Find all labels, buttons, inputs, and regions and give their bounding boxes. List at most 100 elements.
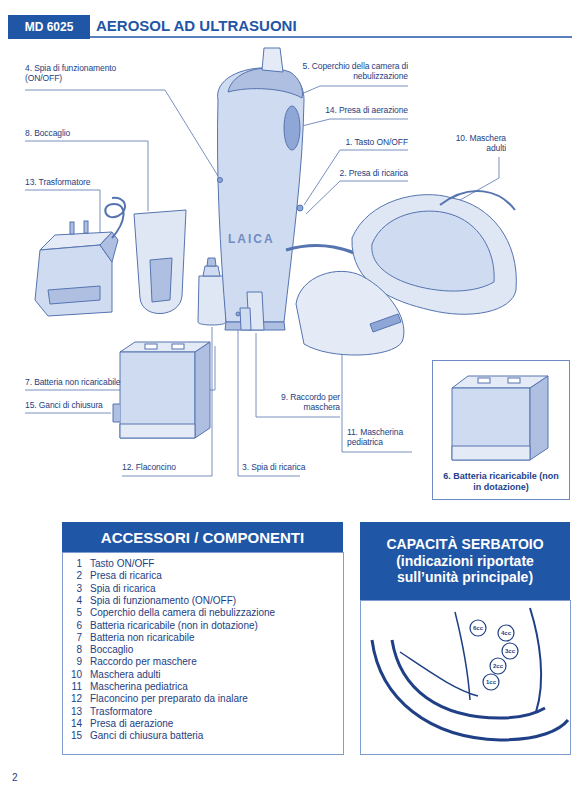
disposable-battery-part: [120, 352, 195, 438]
main-unit-part: [284, 106, 300, 150]
leader-lines-part: [342, 352, 412, 452]
table-text: Batteria non ricaricabile: [90, 632, 340, 644]
brand-logo: LAICA: [228, 232, 288, 246]
table-text: Boccaglio: [90, 644, 340, 656]
adult-mask-part: [372, 211, 494, 291]
main-unit: [217, 48, 304, 330]
main-unit-part: [236, 312, 240, 316]
node-text: MD 6025: [25, 20, 74, 34]
capacity-mark: 1cc: [481, 678, 501, 686]
disposable-battery-part: [113, 404, 120, 422]
model-badge: MD 6025: [8, 15, 90, 39]
connector-piece: [240, 292, 264, 330]
transformer-part: [48, 286, 100, 304]
callout-label: 2. Presa di ricarica: [308, 169, 408, 179]
section-band: CAPACITÀ SERBATOIO (indicazioni riportat…: [360, 522, 570, 600]
capacity-mark: 6cc: [468, 624, 488, 632]
page-number: 2: [12, 772, 32, 783]
pediatric-mask: [296, 271, 404, 355]
mouthpiece-part: [134, 210, 186, 314]
tank-drawing-part: [400, 652, 478, 696]
main-unit-part: [262, 48, 283, 72]
callout-label: 7. Batteria non ricaricabile: [25, 378, 175, 388]
disposable-battery-part: [195, 342, 210, 438]
tank-drawing-part: [372, 640, 568, 740]
table-number: 11: [66, 681, 82, 693]
table-text: Spia di funzionamento (ON/OFF): [90, 595, 340, 607]
rechargeable-battery-part: [478, 378, 490, 383]
table-text: Spia di ricarica: [90, 583, 340, 595]
leader-lines-part: [304, 150, 408, 205]
table-text: Flaconcino per preparato da inalare: [90, 693, 340, 705]
table-text: Coperchio della camera di nebulizzazione: [90, 607, 340, 619]
tank-drawing-part: [455, 612, 470, 700]
tank-frame-part: [361, 601, 571, 755]
table-text: Raccordo per maschere: [90, 656, 340, 668]
table-number: 3: [66, 583, 82, 595]
main-unit-part: [228, 68, 303, 98]
table-text: Presa di ricarica: [90, 570, 340, 582]
list-frame-part: [63, 553, 344, 755]
rechargeable-battery-part: [452, 446, 530, 460]
list-frame: [63, 553, 344, 755]
disposable-battery: [113, 342, 210, 438]
node-text: ACCESSORI / COMPONENTI: [101, 529, 304, 546]
table-number: 10: [66, 669, 82, 681]
transformer-part: [84, 221, 88, 233]
table-number: 9: [66, 656, 82, 668]
table-number: 5: [66, 607, 82, 619]
table-number: 7: [66, 632, 82, 644]
callout-label: 8. Boccaglio: [25, 129, 135, 139]
table-text: Ganci di chiusura batteria: [90, 730, 340, 742]
main-unit-part: [297, 205, 303, 211]
leader-lines-part: [25, 413, 111, 414]
leader-lines-part: [25, 190, 100, 236]
adult-mask-part: [440, 191, 515, 210]
medicine-bottle-part: [203, 266, 220, 276]
table-number: 2: [66, 570, 82, 582]
disposable-battery-part: [145, 344, 157, 349]
table-text: Presa di aerazione: [90, 718, 340, 730]
tank-drawing-part: [530, 608, 541, 712]
disposable-battery-part: [172, 344, 184, 349]
transformer-part: [105, 198, 125, 238]
table-text: Batteria ricaricabile (non in dotazione): [90, 620, 340, 632]
rechargeable-battery-part: [452, 388, 530, 460]
table-number: 13: [66, 706, 82, 718]
table-number: 12: [66, 693, 82, 705]
rechargeable-battery: [452, 376, 548, 460]
transformer-part: [70, 222, 74, 234]
tank-frame: [361, 601, 571, 755]
callout-label: 5. Coperchio della camera di nebulizzazi…: [290, 62, 408, 82]
medicine-bottle-part: [198, 276, 226, 325]
transformer-part: [35, 245, 112, 316]
callout-label: 1. Tasto ON/OFF: [308, 138, 408, 148]
page-title: AEROSOL AD ULTRASUONI: [96, 17, 297, 34]
callout-label: 14. Presa di aerazione: [298, 106, 408, 116]
node-text: CAPACITÀ SERBATOIO (indicazioni riportat…: [366, 536, 564, 586]
callout-label: 3. Spia di ricarica: [242, 463, 332, 473]
rechargeable-battery-part: [508, 378, 520, 383]
mouthpiece-part: [150, 258, 172, 302]
header-rule: [88, 37, 572, 38]
table-text: Mascherina pediatrica: [90, 681, 340, 693]
section-band: ACCESSORI / COMPONENTI: [62, 522, 343, 552]
mouthpiece: [134, 210, 186, 314]
disposable-battery-part: [120, 424, 195, 438]
transformer-part: [100, 232, 118, 262]
capacity-mark: 4cc: [496, 629, 516, 637]
table-text: Trasformatore: [90, 706, 340, 718]
leader-lines-part: [302, 119, 408, 126]
leader-lines-part: [25, 90, 218, 176]
leader-lines-part: [292, 86, 408, 98]
callout-label: 10. Maschera adulti: [444, 134, 506, 154]
table-number: 1: [66, 558, 82, 570]
header-rule-part: [88, 36, 572, 38]
medicine-bottle-part: [207, 258, 216, 266]
pediatric-mask-part: [296, 271, 404, 355]
table-number: 14: [66, 718, 82, 730]
connector-piece-part: [240, 308, 251, 330]
tank-drawing: [372, 608, 568, 740]
inset-panel: 6. Batteria ricaricabile (non in dotazio…: [432, 360, 570, 500]
